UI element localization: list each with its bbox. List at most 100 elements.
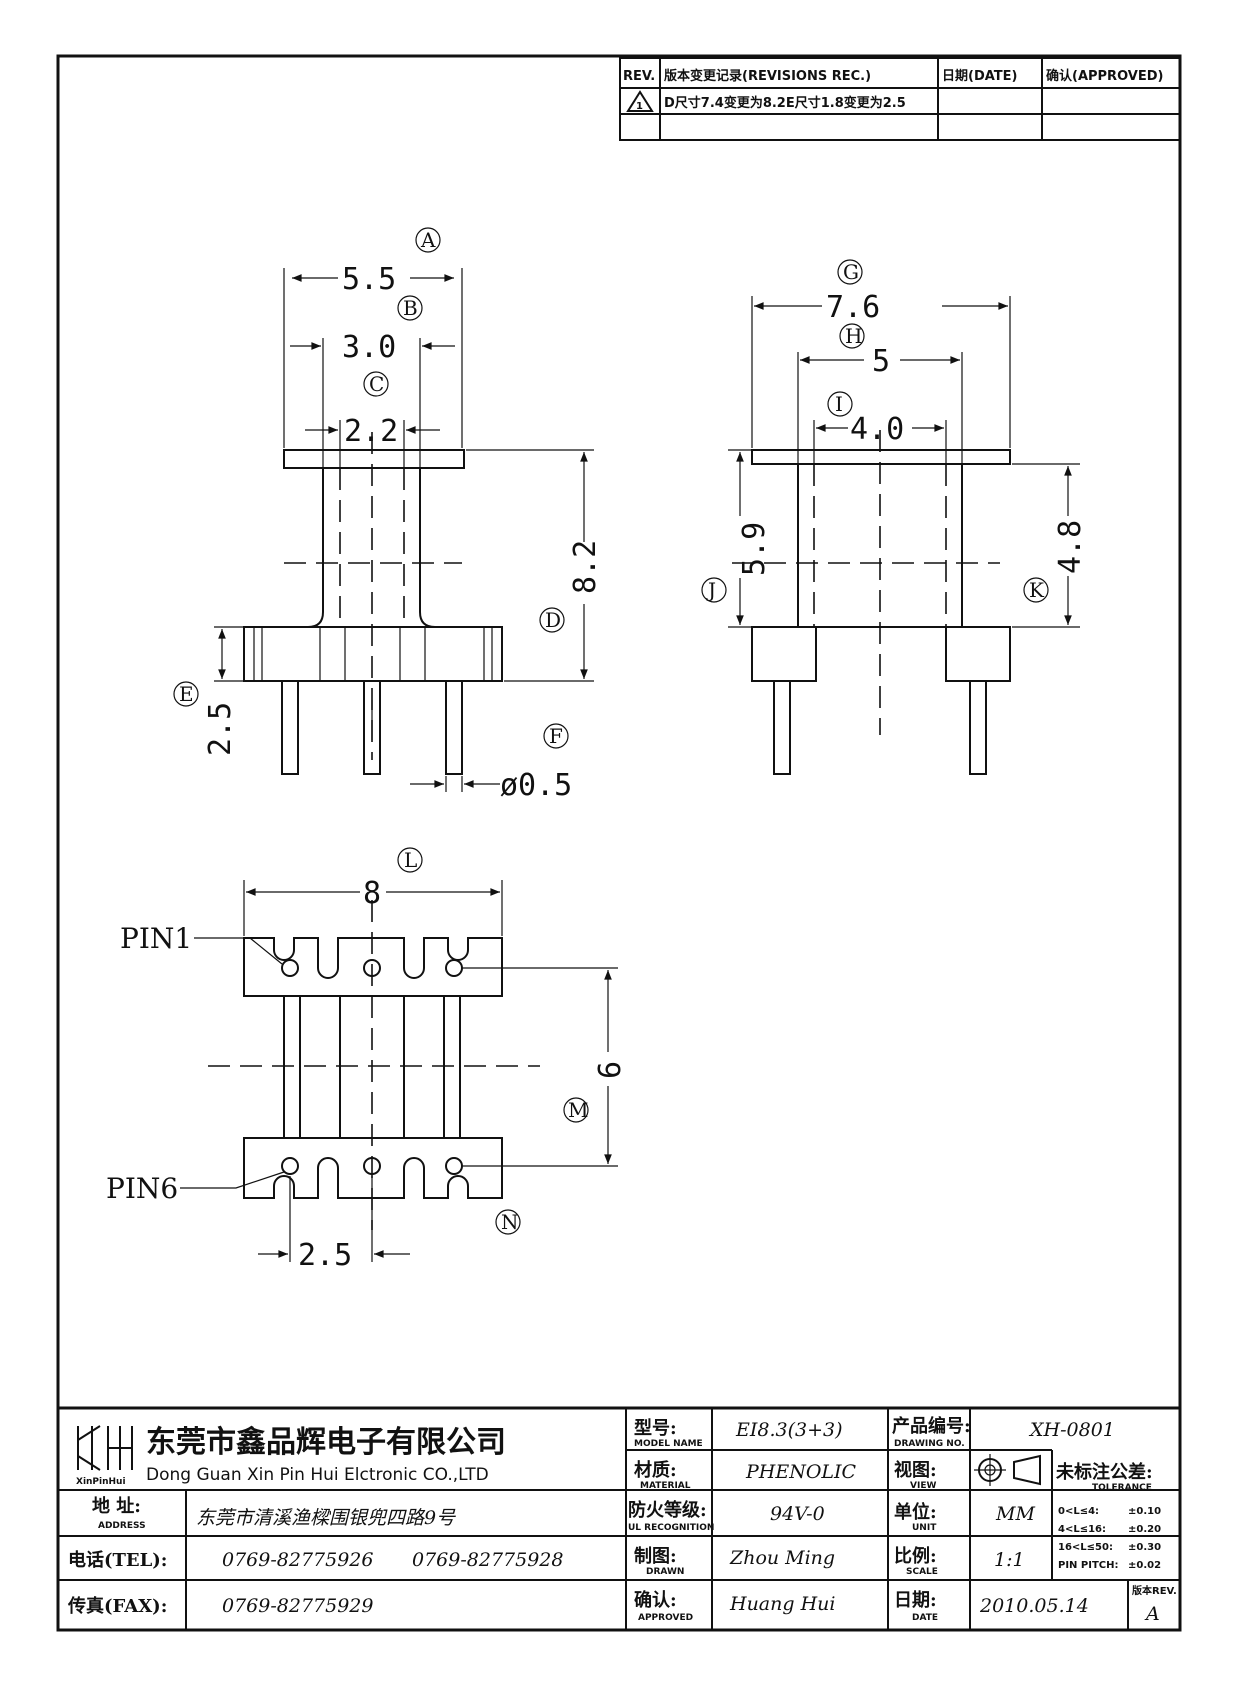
tolerance-label: 未标注公差:: [1056, 1461, 1153, 1483]
tolerance-value-2: ±0.20: [1128, 1524, 1161, 1535]
model-label-en: MODEL NAME: [634, 1439, 703, 1449]
callout-l-letter: L: [404, 848, 417, 872]
fire-label-en: UL RECOGNITION: [628, 1523, 714, 1533]
dim-h-value: 5: [872, 344, 890, 379]
drawing-no-label: 产品编号:: [892, 1415, 971, 1437]
callout-i-letter: I: [835, 392, 843, 416]
tolerance-value-1: ±0.10: [1128, 1506, 1161, 1517]
scale-value: 1:1: [994, 1549, 1025, 1571]
approved-label: 确认:: [634, 1589, 677, 1611]
callout-f-letter: F: [549, 724, 563, 748]
unit-label: 单位:: [894, 1501, 937, 1523]
callout-l: [397, 847, 423, 873]
callout-m-letter: M: [568, 1098, 588, 1122]
dim-d-value: 8.2: [568, 540, 603, 594]
dim-g-value: 7.6: [826, 290, 880, 325]
pin6-label: PIN6: [106, 1172, 178, 1205]
logo-text: XinPinHui: [76, 1477, 126, 1487]
callout-j: [701, 577, 727, 603]
front-view: 5.5 3.0 2.2 8.2 2.5 ø0.5 A: [173, 227, 603, 803]
drawn-label-en: DRAWN: [646, 1567, 684, 1577]
fire-label: 防火等级:: [628, 1499, 707, 1521]
callout-k: [1023, 577, 1049, 603]
scale-label-en: SCALE: [906, 1567, 938, 1577]
dim-b-value: 3.0: [342, 330, 396, 365]
date-label-en: DATE: [912, 1613, 938, 1623]
dim-e-value: 2.5: [203, 702, 238, 756]
tel-value-2: 0769-82775928: [412, 1549, 563, 1571]
pin1-leader: [194, 937, 283, 965]
tel-value-1: 0769-82775926: [222, 1549, 373, 1571]
callout-g: [837, 259, 863, 285]
rev-row-number: 1: [636, 101, 643, 112]
revision-table: REV. 版本变更记录(REVISIONS REC.) 日期(DATE) 确认(…: [619, 57, 1181, 141]
callout-a: [415, 227, 441, 253]
tolerance-value-3: ±0.30: [1128, 1542, 1161, 1553]
drawing-no-value: XH-0801: [1028, 1419, 1115, 1441]
revision-triangle-icon: [626, 90, 654, 112]
company-logo: XinPinHui: [76, 1425, 133, 1487]
date-value: 2010.05.14: [979, 1595, 1089, 1617]
tolerance-range-1: 0<L≤4:: [1058, 1506, 1099, 1517]
view-label-en: VIEW: [910, 1481, 936, 1491]
tolerance-label-en: TOLERANCE: [1092, 1483, 1152, 1493]
rev-header-record: 版本变更记录(REVISIONS REC.): [664, 68, 871, 84]
scale-label: 比例:: [894, 1545, 937, 1567]
callout-j-letter: J: [706, 578, 716, 602]
dim-l-value: 8: [363, 876, 381, 911]
callout-g-letter: G: [843, 260, 859, 284]
dim-j-value: 5.9: [737, 522, 772, 576]
callout-h-letter: H: [845, 324, 862, 348]
callout-n-letter: N: [501, 1210, 519, 1234]
address-value: 东莞市清溪渔樑围银兜四路9号: [196, 1507, 456, 1529]
callout-b: [397, 295, 423, 321]
callout-i: [827, 391, 853, 417]
callout-b-letter: B: [403, 296, 418, 320]
callout-f: [543, 723, 569, 749]
pin6-leader: [180, 1171, 285, 1189]
rev-header-rev: REV.: [623, 69, 655, 84]
address-label-en: ADDRESS: [98, 1521, 146, 1531]
unit-label-en: UNIT: [912, 1523, 937, 1533]
callout-d-letter: D: [545, 608, 561, 632]
side-view: 7.6 5 4.0 5.9 4.8 G H I J K: [701, 259, 1088, 775]
dim-n-value: 2.5: [298, 1238, 352, 1273]
drawn-label: 制图:: [634, 1546, 677, 1567]
date-label: 日期:: [894, 1590, 937, 1611]
rev-header-date: 日期(DATE): [942, 69, 1017, 84]
title-block: XinPinHui 东莞市鑫品辉电子有限公司 Dong Guan Xin Pin…: [56, 1406, 1182, 1632]
dim-a-value: 5.5: [342, 262, 396, 297]
rev-label: 版本REV.: [1132, 1584, 1177, 1597]
model-label: 型号:: [634, 1417, 677, 1439]
callout-m: [563, 1097, 589, 1123]
callout-k-letter: K: [1029, 578, 1045, 602]
tolerance-range-4: PIN PITCH:: [1058, 1560, 1118, 1571]
approved-label-en: APPROVED: [638, 1613, 693, 1623]
dim-i-value: 4.0: [850, 412, 904, 447]
callout-c-letter: C: [369, 372, 384, 396]
address-label: 地 址:: [92, 1495, 141, 1517]
view-label: 视图:: [894, 1459, 937, 1481]
rev-row-text: D尺寸7.4变更为8.2E尺寸1.8变更为2.5: [664, 95, 906, 111]
dim-k-value: 4.8: [1053, 520, 1088, 574]
rev-header-approved: 确认(APPROVED): [1046, 68, 1163, 84]
material-value: PHENOLIC: [745, 1461, 857, 1483]
bottom-view: 8 6 2.5 PIN1 PIN6 L M N: [106, 847, 628, 1273]
callout-n: [495, 1209, 521, 1235]
tolerance-range-2: 4<L≤16:: [1058, 1524, 1106, 1535]
sheet-border: [56, 54, 1182, 1632]
callout-a-letter: A: [420, 228, 436, 252]
material-label-en: MATERIAL: [640, 1481, 691, 1491]
company-name-cn: 东莞市鑫品辉电子有限公司: [146, 1425, 506, 1460]
company-name-en: Dong Guan Xin Pin Hui Elctronic CO.,LTD: [146, 1465, 489, 1485]
rev-value: A: [1144, 1603, 1160, 1625]
callout-c: [363, 371, 389, 397]
fax-value: 0769-82775929: [222, 1595, 373, 1617]
dim-m-value: 6: [593, 1061, 628, 1079]
dim-f-value: ø0.5: [500, 768, 572, 803]
callout-h: [839, 323, 865, 349]
unit-value: MM: [995, 1503, 1035, 1525]
pin1-label: PIN1: [120, 922, 192, 955]
dim-c-value: 2.2: [344, 414, 398, 449]
